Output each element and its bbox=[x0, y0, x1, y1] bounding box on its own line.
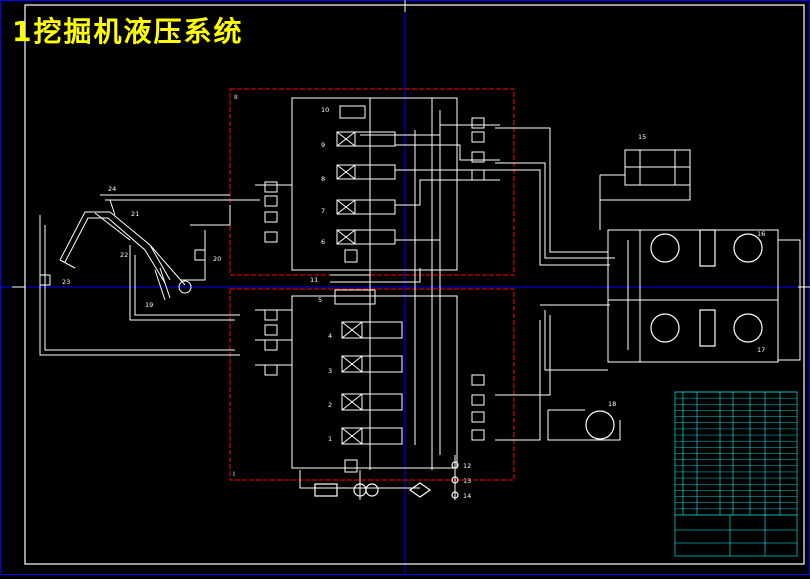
excavator-arm bbox=[39, 199, 206, 301]
label-2: 2 bbox=[328, 401, 332, 409]
label-10: 10 bbox=[321, 106, 329, 114]
label-6: 6 bbox=[321, 238, 325, 246]
label-5: 5 bbox=[318, 296, 322, 304]
title-block bbox=[675, 514, 797, 556]
label-21: 21 bbox=[131, 210, 139, 218]
label-7: 7 bbox=[321, 207, 325, 215]
label-18: 18 bbox=[608, 400, 616, 408]
pumps-and-motors bbox=[314, 229, 763, 499]
label-17: 17 bbox=[757, 346, 765, 354]
label-8: 8 bbox=[321, 175, 325, 183]
label-20: 20 bbox=[213, 255, 221, 263]
label-19: 19 bbox=[145, 301, 153, 309]
label-4: 4 bbox=[328, 332, 332, 340]
group-label-lower: I bbox=[233, 470, 235, 478]
directional-valves-upper bbox=[264, 105, 485, 263]
label-23: 23 bbox=[62, 278, 70, 286]
parts-list-rows bbox=[675, 391, 797, 516]
label-3: 3 bbox=[328, 367, 332, 375]
label-24: 24 bbox=[108, 185, 116, 193]
directional-valves-lower bbox=[264, 289, 485, 473]
control-valve-group-lower: I bbox=[229, 288, 515, 481]
hydraulic-lines bbox=[39, 97, 801, 500]
sheet-frame bbox=[24, 4, 805, 565]
label-12: 12 bbox=[463, 462, 471, 470]
page-title: 1挖掘机液压系统 bbox=[12, 15, 244, 48]
label-16: 16 bbox=[757, 230, 765, 238]
label-9: 9 bbox=[321, 141, 325, 149]
label-15: 15 bbox=[638, 133, 646, 141]
label-1: 1 bbox=[328, 435, 332, 443]
label-13: 13 bbox=[463, 477, 471, 485]
group-label-upper: II bbox=[234, 93, 238, 101]
label-22: 22 bbox=[120, 251, 128, 259]
component-labels: 1 2 3 4 5 6 7 8 9 10 11 12 13 14 15 16 1… bbox=[62, 106, 765, 500]
control-valve-group-upper: II bbox=[229, 88, 515, 276]
label-14: 14 bbox=[463, 492, 471, 500]
label-11: 11 bbox=[310, 276, 318, 284]
